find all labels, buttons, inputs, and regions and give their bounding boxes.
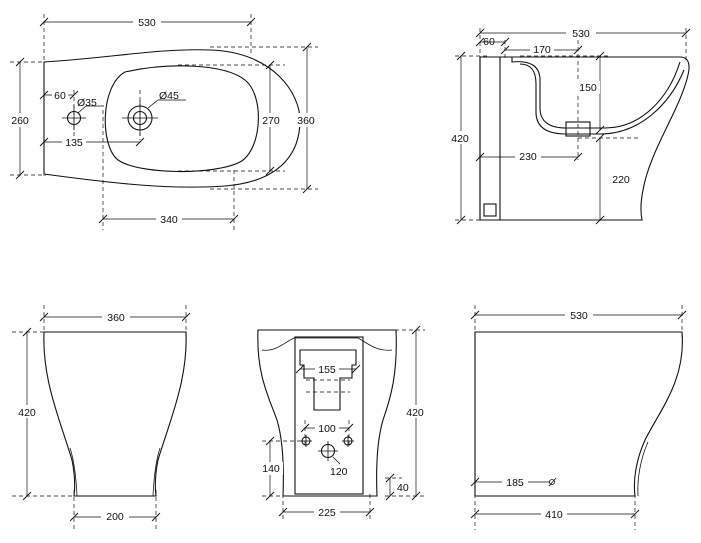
back-view: 360 420 200 xyxy=(12,305,191,530)
rear-base-offset-label: 40 xyxy=(397,482,409,494)
side-outlet-offset-label: 230 xyxy=(519,151,537,163)
top-offset-135-label: 135 xyxy=(65,137,83,149)
rear-panel xyxy=(294,336,364,495)
side-section-view: 530 60 170 420 150 230 22 xyxy=(447,27,691,225)
side-view-outline xyxy=(474,331,683,497)
top-depth-bowl-label: 270 xyxy=(262,115,280,127)
rear-base-width-label: 225 xyxy=(318,507,336,519)
rear-outlet-width-label: 155 xyxy=(318,364,336,376)
top-width-label: 530 xyxy=(138,17,156,29)
rear-outlet-dim-label: 120 xyxy=(330,466,348,478)
side-view-outlet-offset-label: 185 xyxy=(506,477,524,489)
back-base-width-label: 200 xyxy=(106,511,124,523)
rear-fixing-height-label: 140 xyxy=(262,463,280,475)
side-view: 530 185 410 xyxy=(470,305,687,530)
rear-height-label: 420 xyxy=(406,407,424,419)
large-hole-label: Ø45 xyxy=(159,90,179,102)
side-view-width-label: 530 xyxy=(570,310,588,322)
side-view-base-depth-label: 410 xyxy=(545,509,563,521)
outlet-icon xyxy=(565,121,591,137)
side-outlet-height-label: 220 xyxy=(612,174,630,186)
rear-view: 100 155 140 120 40 225 420 xyxy=(257,325,428,520)
fixing-bracket-icon xyxy=(483,203,497,217)
back-view-outline xyxy=(43,331,187,497)
rear-view-outline xyxy=(257,329,397,497)
side-offset-60-label: 60 xyxy=(483,36,495,48)
back-top-width-label: 360 xyxy=(107,312,125,324)
small-hole-label: Ø35 xyxy=(77,97,97,109)
top-view-bowl xyxy=(104,65,259,173)
side-height-label: 420 xyxy=(451,133,469,145)
side-offset-170-label: 170 xyxy=(533,44,551,56)
rear-fixing-spacing-label: 100 xyxy=(318,423,336,435)
side-width-label: 530 xyxy=(572,28,590,40)
side-bowl-depth-label: 150 xyxy=(579,82,597,94)
top-view: 530 360 270 260 60 Ø35 Ø45 xyxy=(6,14,321,230)
back-height-label: 420 xyxy=(18,407,36,419)
top-offset-60-label: 60 xyxy=(54,90,66,102)
top-depth-left-label: 260 xyxy=(11,115,29,127)
top-bowl-width-label: 340 xyxy=(160,214,178,226)
side-section-outline xyxy=(479,56,690,221)
top-depth-outer-label: 360 xyxy=(297,115,315,127)
